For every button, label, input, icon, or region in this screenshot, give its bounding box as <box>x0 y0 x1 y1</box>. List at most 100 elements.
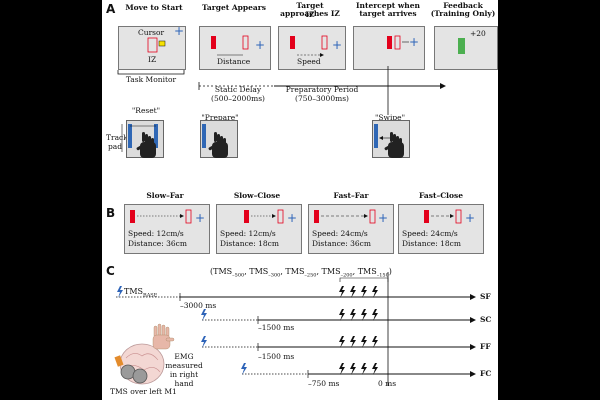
screen-move-to-start <box>118 26 186 70</box>
prep-period-label: Preparatory Period <box>285 85 359 94</box>
bolt-icon-sc <box>201 309 207 321</box>
condition-distance-slow-close: Distance: 18cm <box>220 239 279 248</box>
timeline-fc <box>242 370 476 378</box>
stage-title-intercept: Intercept when target arrives <box>356 1 420 18</box>
speed-label: Speed <box>297 57 321 66</box>
tms-pulse-bolt-row4-1 <box>339 363 345 375</box>
iz-outline <box>147 37 158 53</box>
static-delay-range: (500–2000ms) <box>211 94 265 103</box>
condition-graphic-slow-close: + <box>244 209 297 225</box>
hand-icon-1 <box>136 132 156 158</box>
iz-outline-2 <box>242 35 249 50</box>
reset-label: "Reset" <box>131 106 161 115</box>
iz-outline-3 <box>321 35 328 50</box>
swipe-arrowhead <box>379 136 383 140</box>
tms-pulse-bolt-row2-3 <box>361 309 367 321</box>
tms-pulse-bolt-row3-3 <box>361 336 367 348</box>
distance-label: Distance <box>217 57 251 66</box>
svg-text:+: + <box>287 211 297 225</box>
speed-arrowhead <box>320 53 324 57</box>
stage-title-move-to-start: Move to Start <box>125 3 183 12</box>
condition-distance-fast-far: Distance: 36cm <box>312 239 371 248</box>
condition-fast-far <box>308 204 394 254</box>
points-label: +20 <box>470 29 486 38</box>
timeline-ff <box>202 343 476 351</box>
reset-pad-bar-2 <box>154 124 158 148</box>
tms-pulse-bolt-row2-1 <box>339 309 345 321</box>
condition-slow-close <box>216 204 302 254</box>
tms-bolt-groups <box>339 286 378 375</box>
swipe-pad-bar <box>374 124 378 148</box>
tms-pulse-bolt-row1-4 <box>372 286 378 298</box>
diagram-graphics: + + + + <box>114 24 476 386</box>
yellow-zone-icon <box>158 40 166 47</box>
tms-timing-header: (TMS–500, TMS–300, TMS–250, TMS–200, TMS… <box>210 267 392 279</box>
condition-title-fast-far: Fast–Far <box>333 191 369 200</box>
cursor-plus-icon-3: + <box>332 38 342 52</box>
condition-speed-slow-close: Speed: 12cm/s <box>220 229 276 238</box>
time-minus-1500-b: –1500 ms <box>258 352 295 361</box>
task-monitor-label: Task Monitor <box>125 75 177 84</box>
iz-outline-4 <box>394 35 401 50</box>
timeline-sf <box>116 293 476 301</box>
time-zero: 0 ms <box>378 379 397 388</box>
condition-distance-fast-close: Distance: 18cm <box>402 239 461 248</box>
stage-title-target-approaches: Target approaches IZ <box>280 1 340 18</box>
tms-coil-icon <box>114 355 148 384</box>
hand-icon-2 <box>208 132 228 158</box>
row-label-fc: FC <box>480 369 492 378</box>
time-minus-1500-a: –1500 ms <box>258 323 295 332</box>
feedback-green-bar <box>458 38 465 54</box>
trackpad-label-line2: pad <box>108 142 123 151</box>
tms-pulse-bolt-row1-3 <box>361 286 367 298</box>
tms-pulse-bolt-row4-2 <box>350 363 356 375</box>
iz-label: IZ <box>148 55 157 64</box>
panel-label-a: A <box>106 2 116 16</box>
svg-text:+: + <box>195 211 205 225</box>
tms-pulse-bolt-row1-1 <box>339 286 345 298</box>
cursor-plus-icon: + <box>174 24 184 38</box>
tms-base-label: TMSBASE <box>124 287 158 299</box>
condition-slow-far <box>124 204 210 254</box>
condition-title-slow-close: Slow–Close <box>233 191 281 200</box>
emg-label: EMG measured in right hand <box>165 352 203 388</box>
stage-title-feedback: Feedback (Training Only) <box>430 1 496 18</box>
row-label-sf: SF <box>480 292 491 301</box>
condition-title-fast-close: Fast–Close <box>418 191 464 200</box>
stage-title-target-appears: Target Appears <box>202 3 266 12</box>
condition-fast-close <box>398 204 484 254</box>
tms-pulse-bolt-row4-3 <box>361 363 367 375</box>
figure-panel: A Move to Start Target Appears Target ap… <box>102 0 498 400</box>
panel-label-b: B <box>106 206 116 220</box>
raised-hand-icon <box>152 323 175 350</box>
panel-label-c: C <box>106 264 115 278</box>
cursor-label: Cursor <box>138 28 165 37</box>
condition-speed-fast-far: Speed: 24cm/s <box>312 229 368 238</box>
target-block-2 <box>290 36 295 49</box>
condition-graphic-fast-far: + <box>314 209 388 225</box>
prepare-label: "Prepare" <box>201 113 239 122</box>
static-delay-label: Static Delay <box>214 85 262 94</box>
time-minus-750: –750 ms <box>308 379 340 388</box>
condition-speed-fast-close: Speed: 24cm/s <box>402 229 458 238</box>
tms-pulse-bolt-row3-2 <box>350 336 356 348</box>
cursor-plus-icon-4: + <box>409 35 419 49</box>
hand-icon-3 <box>384 132 404 158</box>
timeline-sc <box>202 316 476 324</box>
target-block-3 <box>387 36 392 49</box>
tms-pulse-bolt-row1-2 <box>350 286 356 298</box>
row-label-sc: SC <box>480 315 492 324</box>
svg-text:+: + <box>378 211 388 225</box>
tms-pulse-bolt-row4-4 <box>372 363 378 375</box>
task-monitor-bracket <box>117 70 185 75</box>
condition-graphic-fast-close: + <box>424 209 475 225</box>
tms-pulse-bolt-row2-4 <box>372 309 378 321</box>
iz-label-2: IZ <box>305 10 315 19</box>
trackpad-label-line1: Track <box>106 133 128 142</box>
prep-period-range: (750–3000ms) <box>295 94 349 103</box>
tms-pulse-bolt-row3-4 <box>372 336 378 348</box>
cursor-plus-icon-2: + <box>255 38 265 52</box>
tms-pulse-bolt-row3-1 <box>339 336 345 348</box>
prepare-pad-bar <box>202 124 206 148</box>
